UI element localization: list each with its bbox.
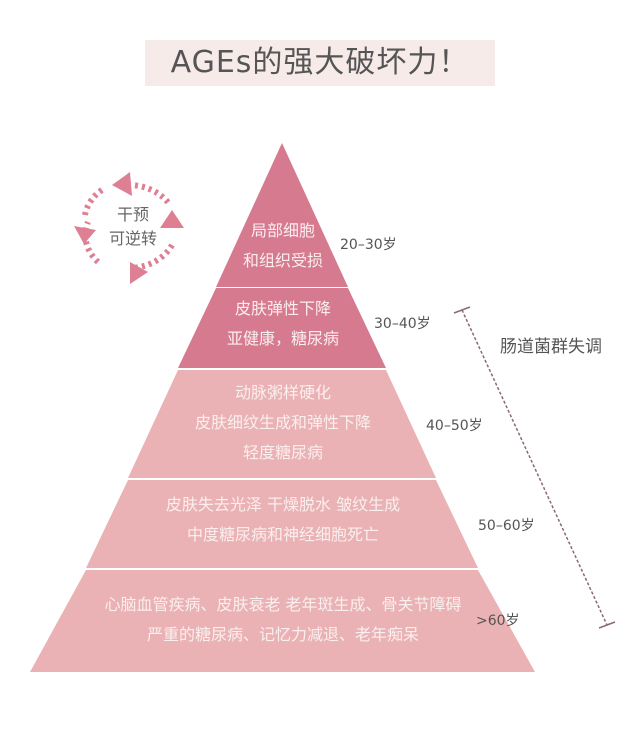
- level-line: 轻度糖尿病: [242, 443, 324, 462]
- timeline-dashed-line: [453, 306, 616, 629]
- level-line: 动脉粥样硬化: [234, 383, 332, 402]
- side-label: 肠道菌群失调: [500, 337, 602, 357]
- level-2-text: 皮肤弹性下降 亚健康，糖尿病: [227, 294, 339, 354]
- pyramid-level-1: [216, 143, 348, 287]
- pyramid-level-4: [86, 480, 478, 568]
- level-1-text: 局部细胞 和组织受损: [243, 216, 323, 276]
- level-line: 严重的糖尿病、记忆力减退、老年痴呆: [146, 625, 419, 644]
- level-line: 亚健康，糖尿病: [226, 329, 340, 348]
- level-line: 中度糖尿病和神经细胞死亡: [186, 525, 379, 544]
- cycle-label-line: 干预: [116, 205, 149, 224]
- page-title: AGEs的强大破坏力！: [145, 40, 495, 86]
- pyramid-level-5: [30, 570, 535, 672]
- age-label-1: 20–30岁: [340, 237, 397, 253]
- level-line: 皮肤细纹生成和弹性下降: [194, 413, 372, 432]
- age-label-4: 50–60岁: [478, 518, 535, 534]
- level-line: 和组织受损: [242, 251, 324, 270]
- cycle-label-line: 可逆转: [108, 229, 157, 248]
- age-label-2: 30–40岁: [374, 316, 431, 332]
- level-3-text: 动脉粥样硬化 皮肤细纹生成和弹性下降 轻度糖尿病: [195, 378, 371, 468]
- level-line: 心脑血管疾病、皮肤衰老 老年斑生成、骨关节障碍: [104, 595, 462, 614]
- pyramid-level-2: [178, 288, 386, 368]
- level-line: 局部细胞: [250, 221, 316, 240]
- pyramid-level-3: [128, 370, 436, 478]
- level-line: 皮肤弹性下降: [234, 299, 332, 318]
- level-line: 皮肤失去光泽 干燥脱水 皱纹生成: [165, 495, 401, 514]
- cycle-label: 干预 可逆转: [103, 203, 163, 251]
- age-label-3: 40–50岁: [426, 418, 483, 434]
- level-5-text: 心脑血管疾病、皮肤衰老 老年斑生成、骨关节障碍 严重的糖尿病、记忆力减退、老年痴…: [104, 590, 461, 650]
- age-label-5: >60岁: [476, 613, 520, 629]
- cycle-arrowheads-icon: [74, 172, 184, 284]
- level-4-text: 皮肤失去光泽 干燥脱水 皱纹生成 中度糖尿病和神经细胞死亡: [166, 490, 400, 550]
